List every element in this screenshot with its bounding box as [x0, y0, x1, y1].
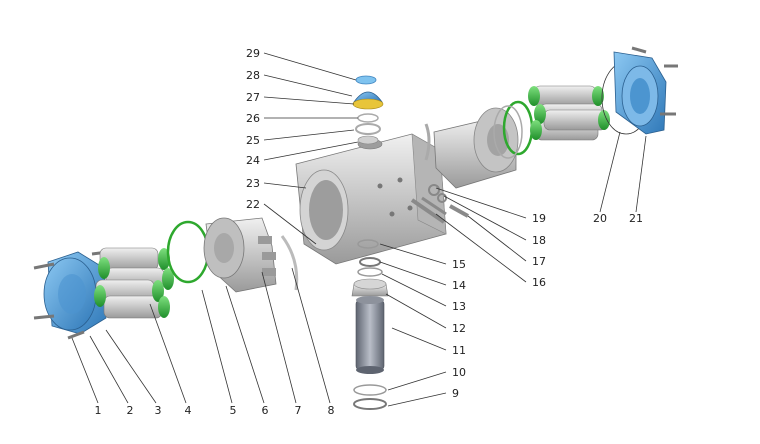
- left-piston: [203, 217, 277, 293]
- callout-29: 29: [246, 47, 260, 60]
- callout-5: 5: [230, 404, 237, 417]
- leader-lines: [71, 52, 647, 407]
- left-springs: [94, 247, 174, 319]
- right-end-cap: [601, 46, 678, 135]
- callout-13: 13: [452, 300, 466, 313]
- callout-4: 4: [185, 404, 192, 417]
- top-stack: [352, 75, 384, 145]
- callout-18: 18: [532, 234, 546, 247]
- callout-12: 12: [452, 322, 466, 335]
- callout-24: 24: [246, 154, 260, 167]
- callout-8: 8: [328, 404, 335, 417]
- shaft-stack: [351, 239, 389, 410]
- callout-20: 20: [593, 212, 607, 225]
- callout-16: 16: [532, 276, 546, 289]
- callout-14: 14: [452, 279, 466, 292]
- callout-11: 11: [452, 344, 466, 357]
- callout-26: 26: [246, 112, 260, 125]
- left-o-ring: [166, 220, 210, 284]
- callout-2: 2: [127, 404, 134, 417]
- callout-9: 9: [452, 387, 459, 400]
- callout-25: 25: [246, 134, 260, 147]
- callout-7: 7: [295, 404, 302, 417]
- callout-1: 1: [95, 404, 102, 417]
- callout-27: 27: [246, 91, 260, 104]
- callout-3: 3: [155, 404, 162, 417]
- callout-17: 17: [532, 255, 546, 268]
- right-springs: [528, 85, 610, 141]
- callout-labels: 1 2 3 4 5 6 7 8 9 10 11 12 13 14 15 16 1…: [95, 47, 644, 417]
- callout-22: 22: [246, 198, 260, 211]
- callout-6: 6: [262, 404, 269, 417]
- callout-19: 19: [532, 212, 546, 225]
- callout-15: 15: [452, 258, 466, 271]
- right-piston: [424, 107, 519, 189]
- left-guide-band: [280, 235, 299, 291]
- callout-23: 23: [246, 177, 260, 190]
- callout-28: 28: [246, 69, 260, 82]
- front-bolts: [410, 184, 469, 224]
- callout-21: 21: [629, 212, 643, 225]
- callout-10: 10: [452, 366, 466, 379]
